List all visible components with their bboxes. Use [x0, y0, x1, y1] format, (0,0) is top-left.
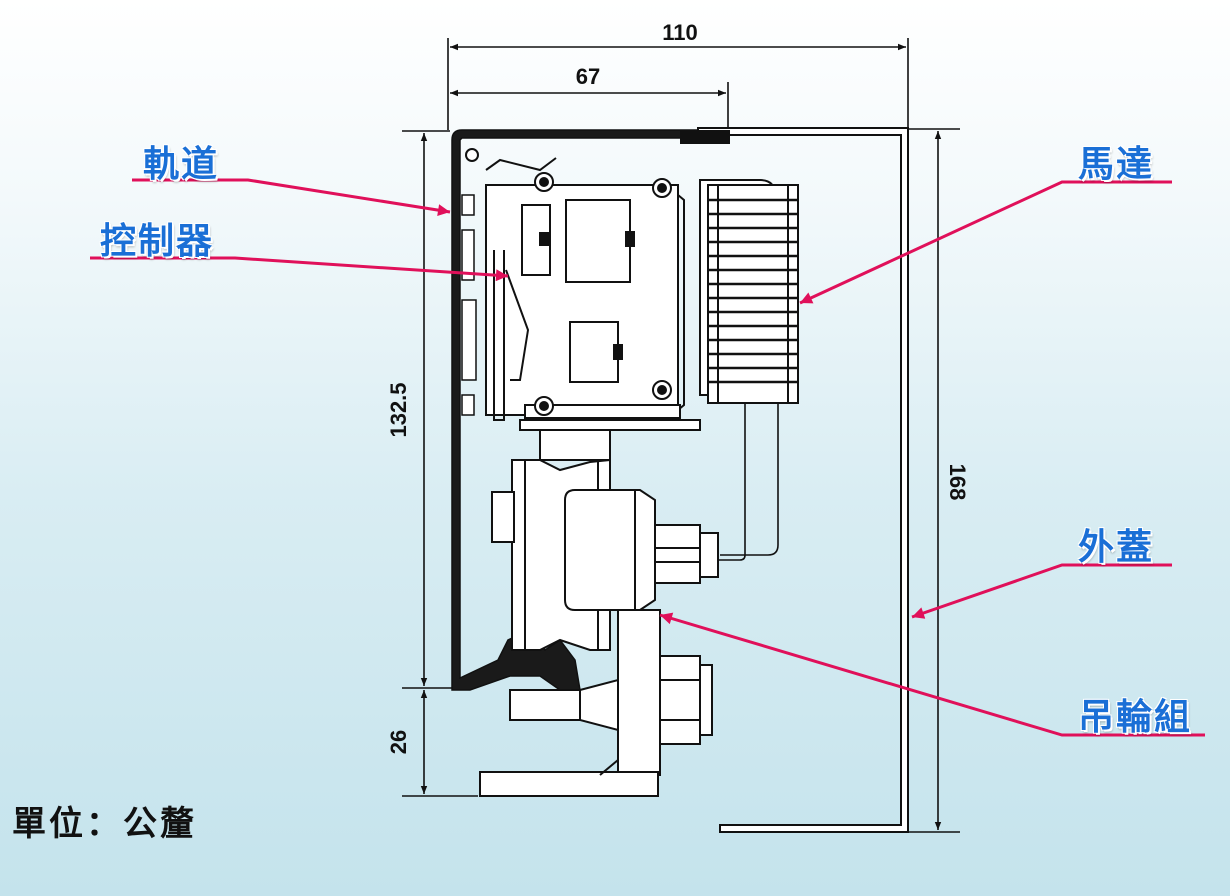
leader-cover [911, 563, 1172, 619]
leader-wheel-assembly [659, 612, 1205, 737]
motor [699, 179, 799, 561]
callout-motor: 馬達 [1078, 144, 1155, 185]
dimension-rail-height: 132.5 [386, 382, 411, 437]
dimension-overall-width: 110 [662, 20, 698, 45]
dimension-overall-height: 168 [945, 464, 970, 501]
leader-controller [90, 256, 509, 282]
dimension-lower-height: 26 [386, 730, 411, 754]
leader-motor [799, 180, 1172, 305]
callout-wheel-assembly: 吊輪組 [1078, 697, 1193, 738]
rail-profile [451, 129, 730, 691]
callout-cover: 外蓋 [1078, 527, 1155, 568]
callout-controller: 控制器 [100, 221, 215, 262]
dimension-lines [402, 38, 960, 833]
callout-rail: 軌道 [143, 144, 220, 185]
controller-screws [534, 172, 672, 416]
dimension-rail-width: 67 [576, 64, 600, 89]
unit-note: 單位：公釐 [12, 804, 197, 844]
leader-rail [132, 178, 451, 217]
leader-lines [90, 178, 1205, 737]
cover-sheet [697, 127, 909, 833]
wheel-assembly [479, 419, 719, 797]
